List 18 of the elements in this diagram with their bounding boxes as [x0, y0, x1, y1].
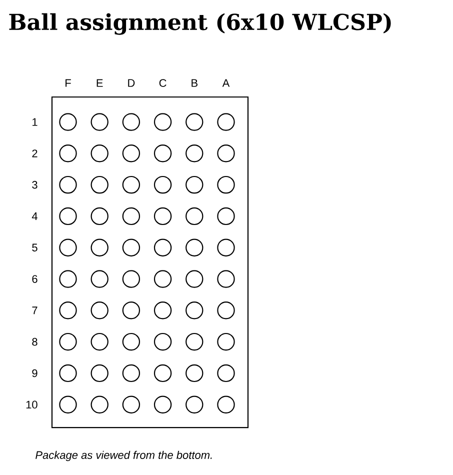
row-label: 4	[32, 212, 38, 220]
caption: Package as viewed from the bottom.	[36, 450, 212, 462]
row-label: 2	[32, 150, 38, 158]
row-label: 6	[32, 275, 38, 283]
row-label: 5	[32, 244, 38, 252]
row-label: 8	[32, 338, 38, 346]
column-label: F	[66, 79, 71, 87]
row-label: 7	[32, 306, 38, 314]
row-label: 3	[32, 180, 38, 189]
column-label: C	[159, 79, 166, 87]
row-label: 10	[26, 400, 38, 408]
title: Ball assignment (6x10 WLCSP)	[9, 13, 391, 35]
row-label: 9	[32, 369, 38, 378]
column-label: D	[128, 79, 135, 87]
column-label: B	[192, 79, 198, 87]
column-label: A	[222, 79, 230, 87]
column-label: E	[96, 79, 103, 87]
row-label: 1	[32, 118, 38, 126]
